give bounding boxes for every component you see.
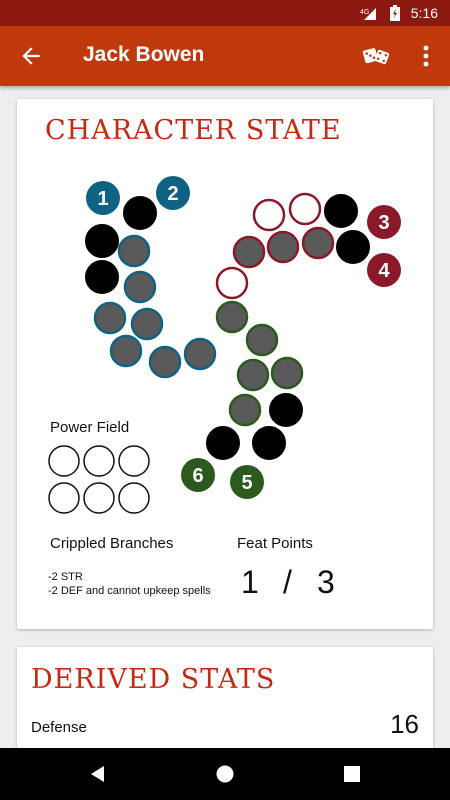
- life-circle[interactable]: [85, 260, 119, 294]
- life-circle[interactable]: [148, 345, 182, 379]
- life-circle[interactable]: [266, 230, 300, 264]
- life-circle[interactable]: [215, 300, 249, 334]
- defense-value: 16: [390, 709, 419, 739]
- life-circle[interactable]: [236, 358, 270, 392]
- life-circle[interactable]: [288, 192, 322, 226]
- life-circle[interactable]: [245, 323, 279, 357]
- life-circle[interactable]: [85, 224, 119, 258]
- power-field-box[interactable]: [48, 445, 80, 477]
- battery-icon: [390, 5, 400, 21]
- character-state-card: CHARACTER STATE: [17, 99, 433, 629]
- navigation-bar: [0, 748, 450, 800]
- life-circle[interactable]: [93, 301, 127, 335]
- branch-3-4: [215, 192, 370, 300]
- svg-text:4: 4: [378, 260, 390, 282]
- life-circle[interactable]: [123, 270, 157, 304]
- branch-1-2: [85, 196, 217, 379]
- life-circle[interactable]: [109, 334, 143, 368]
- character-state-title: CHARACTER STATE: [45, 115, 342, 146]
- svg-text:1: 1: [97, 188, 108, 210]
- power-field-box[interactable]: [83, 482, 115, 514]
- life-circle[interactable]: [252, 198, 286, 232]
- derived-stats-card: DERIVED STATS Defense 16: [17, 647, 433, 757]
- life-circle[interactable]: [324, 194, 358, 228]
- power-field-box[interactable]: [83, 445, 115, 477]
- life-circle[interactable]: [301, 226, 335, 260]
- life-circle[interactable]: [183, 337, 217, 371]
- life-circle[interactable]: [270, 356, 304, 390]
- clock: 5:16: [410, 5, 438, 21]
- svg-text:6: 6: [192, 465, 203, 487]
- power-field-box[interactable]: [118, 445, 150, 477]
- svg-text:5: 5: [241, 472, 252, 494]
- branch-5-6: [206, 300, 304, 460]
- branch-marker-6[interactable]: 6: [181, 458, 215, 492]
- life-circle[interactable]: [130, 307, 164, 341]
- dice-icon[interactable]: [362, 42, 390, 70]
- life-circle[interactable]: [232, 235, 266, 269]
- power-field-boxes: [48, 445, 150, 514]
- crippled-branches-label: Crippled Branches: [50, 535, 174, 552]
- branch-marker-5[interactable]: 5: [230, 465, 264, 499]
- page-title: Jack Bowen: [83, 43, 205, 66]
- defense-label: Defense: [31, 719, 87, 736]
- derived-stats-title: DERIVED STATS: [31, 664, 276, 695]
- branch-marker-2[interactable]: 2: [156, 176, 190, 210]
- arrow-back-icon[interactable]: [18, 43, 44, 69]
- app-bar: Jack Bowen: [0, 26, 450, 86]
- crippled-effect: -2 STR: [48, 571, 83, 583]
- life-circle[interactable]: [206, 426, 240, 460]
- life-circle[interactable]: [228, 393, 262, 427]
- crippled-effect: -2 DEF and cannot upkeep spells: [48, 585, 211, 597]
- more-vert-icon[interactable]: [416, 43, 436, 69]
- status-bar: 4G 5:16: [0, 0, 450, 26]
- svg-text:2: 2: [167, 183, 178, 205]
- life-circle[interactable]: [252, 426, 286, 460]
- life-circle[interactable]: [117, 234, 151, 268]
- branch-marker-3[interactable]: 3: [367, 205, 401, 239]
- nav-recents-icon[interactable]: [342, 764, 362, 784]
- life-spiral: 1 2 3 4 5 6: [48, 176, 401, 514]
- nav-home-icon[interactable]: [215, 764, 235, 784]
- life-circle[interactable]: [215, 266, 249, 300]
- power-field-box[interactable]: [118, 482, 150, 514]
- life-circle[interactable]: [336, 230, 370, 264]
- feat-points-max: 3: [317, 564, 335, 600]
- nav-back-icon[interactable]: [88, 764, 108, 784]
- network-type: 4G: [360, 9, 369, 16]
- life-circle[interactable]: [123, 196, 157, 230]
- branch-marker-1[interactable]: 1: [86, 181, 120, 215]
- power-field-label: Power Field: [50, 419, 130, 436]
- feat-points-separator: /: [283, 564, 292, 600]
- svg-text:3: 3: [378, 212, 389, 234]
- signal-icon: 4G: [360, 8, 376, 20]
- power-field-box[interactable]: [48, 482, 80, 514]
- feat-points-current[interactable]: 1: [241, 564, 261, 600]
- feat-points-label: Feat Points: [237, 535, 313, 552]
- life-circle[interactable]: [269, 393, 303, 427]
- branch-marker-4[interactable]: 4: [367, 253, 401, 287]
